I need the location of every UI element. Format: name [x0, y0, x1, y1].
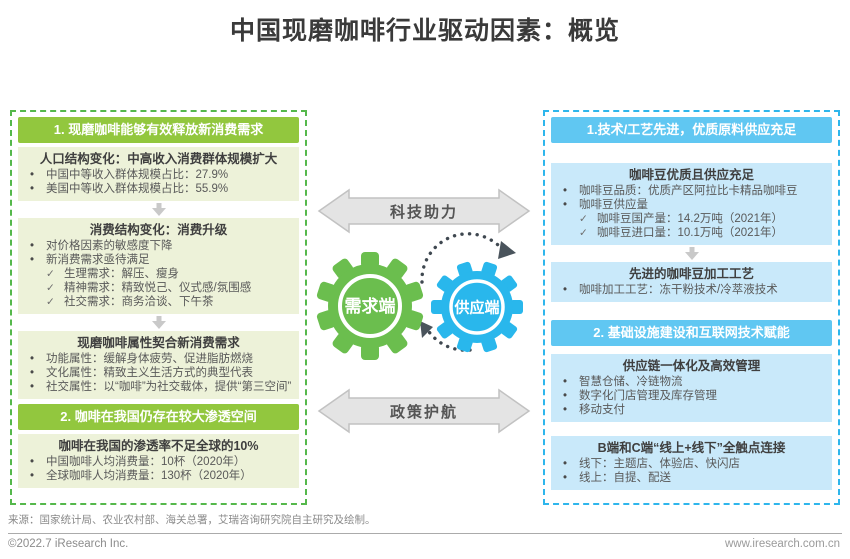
bullet-item: 咖啡加工工艺：冻干粉技术/冷萃液技术	[551, 283, 832, 297]
check-item: 社交需求：商务洽谈、下午茶	[18, 295, 299, 309]
bullet-item: 咖啡豆品质：优质产区阿拉比卡精品咖啡豆	[551, 184, 832, 198]
check-item: 咖啡豆进口量：10.1万吨（2021年）	[551, 226, 832, 240]
down-arrow-icon	[18, 203, 299, 216]
bullet-item: 线上：自提、配送	[551, 471, 832, 485]
website-text: www.iresearch.com.cn	[724, 538, 840, 550]
bullet-list: 功能属性：缓解身体疲劳、促进脂肪燃烧 文化属性：精致主义生活方式的典型代表 社交…	[18, 352, 299, 394]
bullet-list: 咖啡豆品质：优质产区阿拉比卡精品咖啡豆 咖啡豆供应量 咖啡豆国产量：14.2万吨…	[551, 184, 832, 240]
supply-gear-icon: 供应端	[431, 261, 523, 353]
bullet-list: 中国中等收入群体规模占比：27.9% 美国中等收入群体规模占比：55.9%	[18, 168, 299, 196]
bullet-list: 对价格因素的敏感度下降 新消费需求亟待满足 生理需求：解压、瘦身 精神需求：精致…	[18, 239, 299, 309]
bullet-item: 文化属性：精致主义生活方式的典型代表	[18, 366, 299, 380]
bullet-item: 功能属性：缓解身体疲劳、促进脂肪燃烧	[18, 352, 299, 366]
bullet-item: 美国中等收入群体规模占比：55.9%	[18, 182, 299, 196]
coffee-bean-supply-box: 咖啡豆优质且供应充足 咖啡豆品质：优质产区阿拉比卡精品咖啡豆 咖啡豆供应量 咖啡…	[551, 163, 832, 245]
box-title: 人口结构变化：中高收入消费群体规模扩大	[39, 152, 278, 166]
supply-gear-label: 供应端	[453, 299, 499, 317]
box-title: 先进的咖啡豆加工工艺	[628, 267, 754, 281]
processing-technology-box: 先进的咖啡豆加工工艺 咖啡加工工艺：冻干粉技术/冷萃液技术	[551, 262, 832, 302]
supply-header-2: 2. 基础设施建设和互联网技术赋能	[551, 320, 832, 346]
arc-arrowhead-icon	[498, 241, 516, 259]
demand-header-1: 1. 现磨咖啡能够有效释放新消费需求	[18, 117, 299, 143]
bullet-item: 社交属性：以“咖啡”为社交载体，提供“第三空间”	[18, 380, 299, 394]
consumption-upgrade-box: 消费结构变化：消费升级 对价格因素的敏感度下降 新消费需求亟待满足 生理需求：解…	[18, 218, 299, 314]
demand-side-panel: 1. 现磨咖啡能够有效释放新消费需求 人口结构变化：中高收入消费群体规模扩大 中…	[10, 110, 307, 505]
coffee-attributes-box: 现磨咖啡属性契合新消费需求 功能属性：缓解身体疲劳、促进脂肪燃烧 文化属性：精致…	[18, 331, 299, 399]
bullet-list: 咖啡加工工艺：冻干粉技术/冷萃液技术	[551, 283, 832, 297]
population-structure-box: 人口结构变化：中高收入消费群体规模扩大 中国中等收入群体规模占比：27.9% 美…	[18, 147, 299, 201]
policy-escort-label: 政策护航	[390, 403, 458, 421]
bullet-item: 中国咖啡人均消费量：10杯（2020年）	[18, 455, 299, 469]
tech-support-arrow: 科技助力	[317, 188, 531, 234]
box-title: 咖啡豆优质且供应充足	[628, 168, 754, 182]
bullet-item: 咖啡豆供应量	[551, 198, 832, 212]
bullet-item: 全球咖啡人均消费量：130杯（2020年）	[18, 469, 299, 483]
supply-header-1: 1.技术/工艺先进，优质原料供应充足	[551, 117, 832, 143]
copyright-text: ©2022.7 iResearch Inc.	[8, 538, 129, 550]
bullet-list: 线下：主题店、体验店、快闪店 线上：自提、配送	[551, 457, 832, 485]
down-arrow-icon	[551, 247, 832, 260]
check-item: 生理需求：解压、瘦身	[18, 267, 299, 281]
check-item: 咖啡豆国产量：14.2万吨（2021年）	[551, 212, 832, 226]
page-title: 中国现磨咖啡行业驱动因素：概览	[229, 17, 620, 45]
box-title: 咖啡在我国的渗透率不足全球的10%	[58, 439, 259, 453]
omnichannel-box: B端和C端“线上+线下”全触点连接 线下：主题店、体验店、快闪店 线上：自提、配…	[551, 436, 832, 490]
bullet-item: 新消费需求亟待满足	[18, 253, 299, 267]
bullet-item: 数字化门店管理及库存管理	[551, 389, 832, 403]
rotation-arrows	[420, 232, 516, 352]
bullet-list: 中国咖啡人均消费量：10杯（2020年） 全球咖啡人均消费量：130杯（2020…	[18, 455, 299, 483]
check-item: 精神需求：精致悦己、仪式感/氛围感	[18, 281, 299, 295]
penetration-box: 咖啡在我国的渗透率不足全球的10% 中国咖啡人均消费量：10杯（2020年） 全…	[18, 434, 299, 488]
tech-support-label: 科技助力	[390, 203, 458, 221]
box-title: 供应链一体化及高效管理	[622, 359, 761, 373]
box-title: 现磨咖啡属性契合新消费需求	[77, 336, 240, 350]
bullet-list: 智慧仓储、冷链物流 数字化门店管理及库存管理 移动支付	[551, 375, 832, 417]
supply-chain-box: 供应链一体化及高效管理 智慧仓储、冷链物流 数字化门店管理及库存管理 移动支付	[551, 354, 832, 422]
center-graphic: 科技助力 政策护航	[316, 188, 531, 434]
bullet-item: 对价格因素的敏感度下降	[18, 239, 299, 253]
bullet-item: 智慧仓储、冷链物流	[551, 375, 832, 389]
supply-side-panel: 1.技术/工艺先进，优质原料供应充足 咖啡豆优质且供应充足 咖啡豆品质：优质产区…	[543, 110, 840, 505]
bullet-item: 移动支付	[551, 403, 832, 417]
down-arrow-icon	[18, 316, 299, 329]
footer-divider	[8, 533, 842, 534]
source-note: 来源：国家统计局、农业农村部、海关总署，艾瑞咨询研究院自主研究及绘制。	[8, 514, 376, 526]
box-title: B端和C端“线上+线下”全触点连接	[597, 441, 786, 455]
bullet-item: 中国中等收入群体规模占比：27.9%	[18, 168, 299, 182]
box-title: 消费结构变化：消费升级	[89, 223, 228, 237]
policy-escort-arrow: 政策护航	[317, 388, 531, 434]
arc-arrowhead-icon	[420, 321, 433, 338]
demand-header-2: 2. 咖啡在我国仍存在较大渗透空间	[18, 404, 299, 430]
bullet-item: 线下：主题店、体验店、快闪店	[551, 457, 832, 471]
demand-gear-label: 需求端	[345, 296, 396, 316]
demand-gear-icon: 需求端	[316, 252, 424, 360]
